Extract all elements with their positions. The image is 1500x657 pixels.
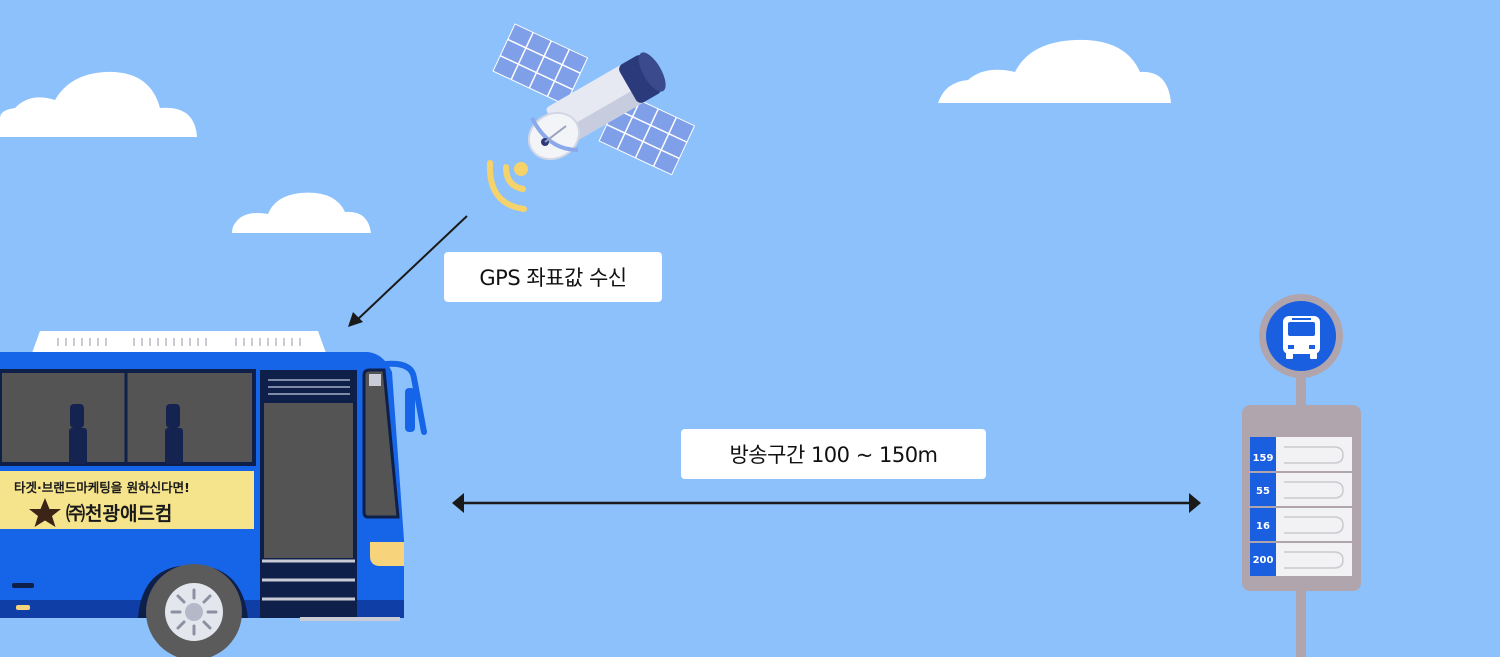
bus-stop-bus-icon [1283, 316, 1320, 359]
bus-stop-sign: 159 55 16 200 [1242, 294, 1361, 657]
star-icon [29, 498, 61, 527]
cloud-small [232, 192, 371, 233]
bus-ad-line2: ㈜천광애드컴 [66, 503, 172, 525]
range-arrow [452, 493, 1201, 513]
route-number: 200 [1253, 555, 1274, 566]
gps-label-text: GPS 좌표값 수신 [479, 266, 627, 290]
gps-label: GPS 좌표값 수신 [444, 252, 662, 302]
cloud-top-left [0, 71, 197, 137]
route-number: 159 [1253, 453, 1274, 464]
route-number: 55 [1256, 486, 1270, 497]
cloud-right [938, 39, 1171, 103]
satellite-icon [492, 23, 696, 176]
bus-icon: 타겟·브랜드마케팅을 원하신다면! ㈜천광애드컴 [0, 331, 427, 657]
signal-icon [486, 160, 528, 212]
broadcast-range-text: 방송구간 100 ~ 150m [729, 443, 938, 467]
bus-ad-line1: 타겟·브랜드마케팅을 원하신다면! [14, 480, 190, 495]
route-number: 16 [1256, 521, 1270, 532]
gps-arrow [348, 215, 468, 327]
broadcast-range-label: 방송구간 100 ~ 150m [681, 429, 986, 479]
